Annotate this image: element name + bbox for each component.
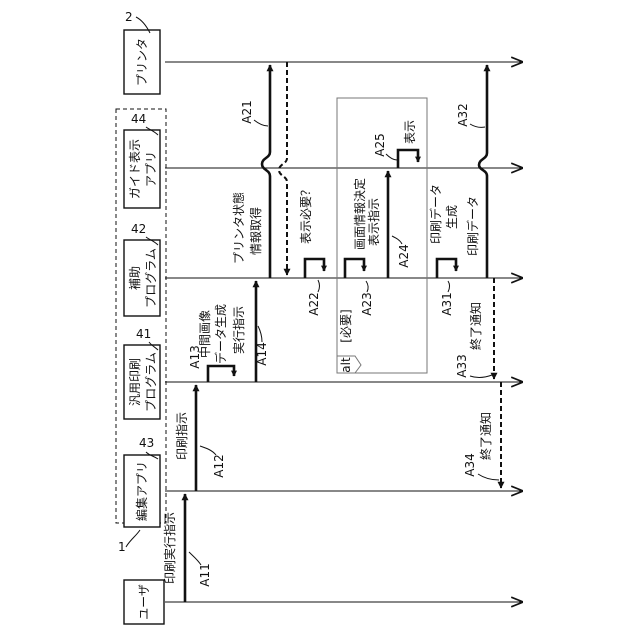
msg-A25-loop [398,150,418,168]
msg-A23-loop [345,259,364,278]
alt-guard-label: [必要] [339,309,353,342]
msg-A25-text: 表示 [403,120,417,144]
msg-A24-text: 表示指示 [366,198,381,246]
msg-A34-id: A34 [463,453,477,476]
msg-A11-id: A11 [198,563,212,586]
msg-A33-id: A33 [455,354,469,377]
msg-A14-id: A14 [255,342,269,365]
msg-A22-loop [305,259,324,278]
msg-A13-text-2: データ生成 [213,304,228,364]
msg-A22-id: A22 [307,292,321,315]
participant-generic-print: 汎用印刷 プログラム 41 [124,327,160,419]
msg-A13-id: A13 [188,345,202,368]
participant-generic-print-ref: 41 [136,327,151,341]
msg-A25-id: A25 [373,133,387,156]
participant-printer: プリンタ 2 [124,10,160,94]
msg-A31-id: A31 [440,292,454,315]
msg-A12-text: 印刷指示 [174,412,189,460]
participant-printer-label: プリンタ [135,38,149,86]
msg-A21-text-1: プリンタ状態 [231,192,246,264]
msg-A24-id: A24 [397,244,411,267]
msg-A23-id: A23 [360,292,374,315]
msg-A12-id: A12 [212,454,226,477]
msg-A11-text: 印刷実行指示 [162,512,177,584]
alt-operator-label: alt [339,357,353,373]
participant-guide-app-label-2: アプリ [144,151,158,187]
participant-guide-app: ガイド表示 アプリ 44 [124,112,160,208]
participant-aux-program: 補助 プログラム 42 [124,222,160,316]
msg-A32-text: 印刷データ [465,196,480,256]
msg-A31-text-1: 印刷データ [428,184,443,244]
participant-aux-program-label-2: プログラム [144,248,158,308]
msg-A21-request-arrow [262,65,270,278]
participant-guide-app-label-1: ガイド表示 [128,139,142,199]
group-ref-leader [126,530,140,547]
msg-A33-text: 終了通知 [468,302,483,350]
participant-user: ユーザ [124,580,164,624]
participant-generic-print-label-1: 汎用印刷 [128,358,142,406]
msg-A13-loop [208,366,234,382]
participant-printer-ref: 2 [125,10,133,24]
msg-A21-id: A21 [240,100,254,123]
msg-A34-text: 終了通知 [478,412,493,460]
msg-A32-arrow [479,65,487,278]
group-ref-label: 1 [118,540,126,554]
participant-guide-app-ref: 44 [131,112,146,126]
participant-edit-app-label: 編集アプリ [134,461,149,521]
msg-A31-text-2: 生成 [445,205,459,229]
msg-A31-loop [437,259,456,278]
participant-aux-program-label-1: 補助 [128,266,142,290]
msg-A32-id: A32 [456,103,470,126]
participant-aux-program-ref: 42 [131,222,146,236]
msg-A14-text: 実行指示 [231,306,246,354]
participant-generic-print-label-2: プログラム [144,352,158,412]
msg-A21-text-2: 情報取得 [248,207,263,255]
msg-A22-text: 表示必要？ [299,184,313,244]
msg-A23-text: 画面情報決定 [352,178,367,250]
participant-edit-app: 編集アプリ 43 [124,436,160,527]
participant-user-label: ユーザ [137,584,151,620]
participant-edit-app-ref: 43 [139,436,154,450]
